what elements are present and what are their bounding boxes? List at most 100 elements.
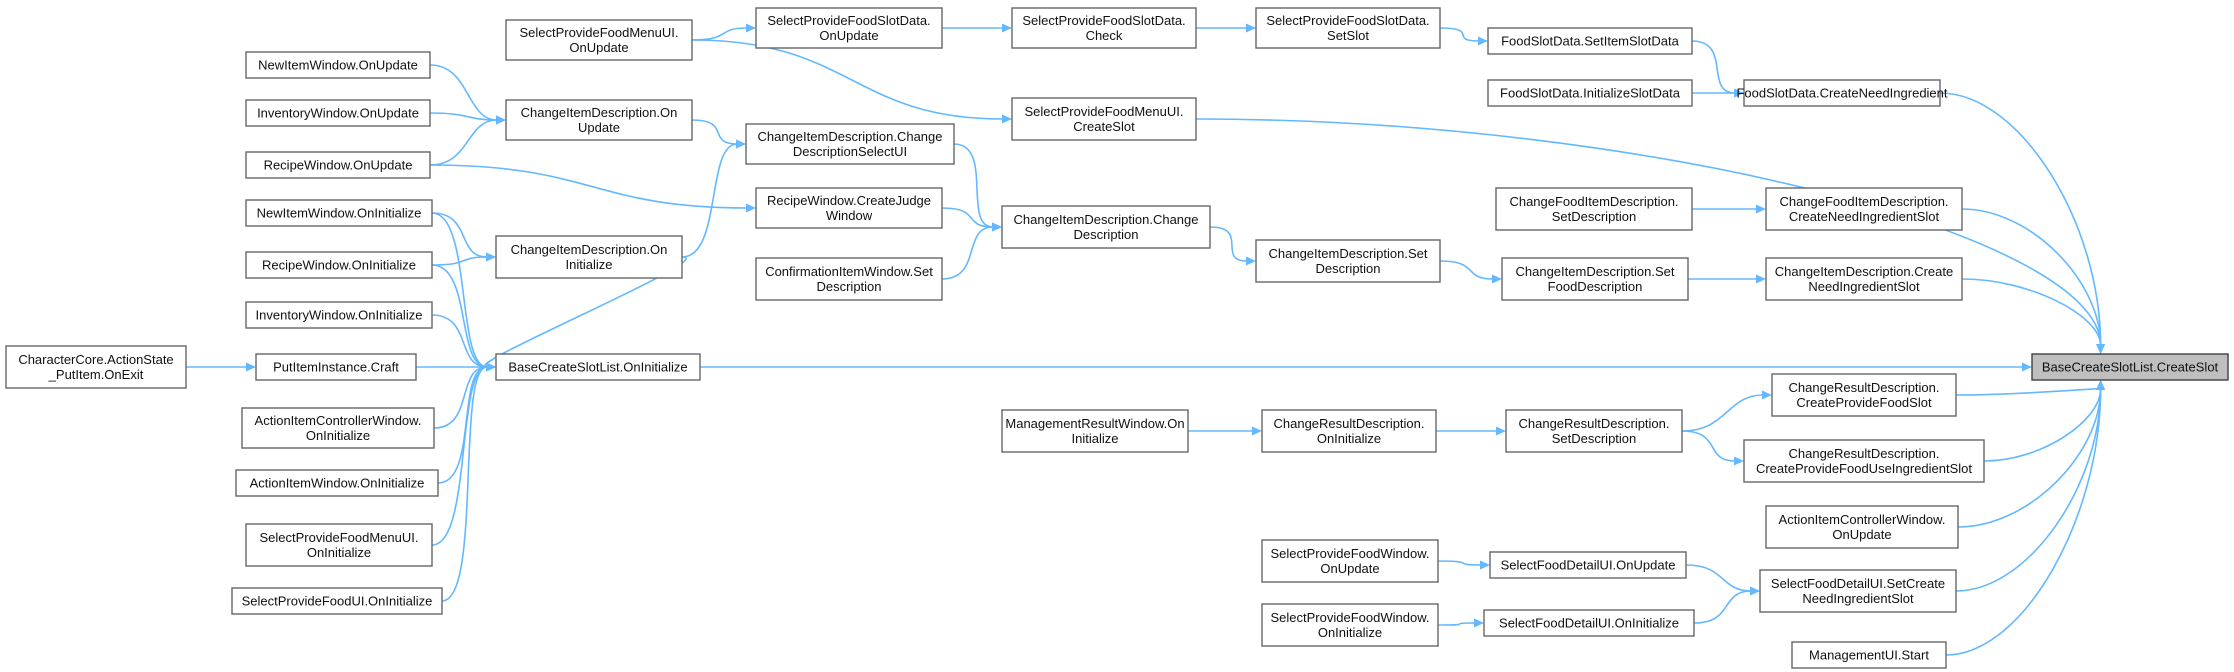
node-aiw-oninit[interactable]: ActionItemWindow.OnInitialize	[235, 469, 439, 497]
node-crd-oninit[interactable]: ChangeResultDescription.OnInitialize	[1261, 409, 1437, 453]
node-sp-menu-oninit[interactable]: SelectProvideFoodMenuUI.OnInitialize	[245, 523, 433, 567]
edge-line	[431, 366, 488, 546]
node-label: OnInitialize	[1318, 625, 1382, 640]
node-newitem-oninit[interactable]: NewItemWindow.OnInitialize	[245, 199, 433, 227]
node-label: SelectProvideFoodWindow.	[1271, 610, 1430, 625]
node-label: ConfirmationItemWindow.Set	[765, 264, 933, 279]
node-sp-menu-onupdate[interactable]: SelectProvideFoodMenuUI.OnUpdate	[505, 19, 693, 61]
edge-line	[1437, 560, 1482, 566]
node-fsd-createneed[interactable]: FoodSlotData.CreateNeedIngredient	[1736, 79, 1948, 107]
node-box	[1261, 409, 1437, 453]
node-label: ManagementResultWindow.On	[1005, 416, 1184, 431]
edge-spfw-onupdate-to-sfdui-onupdate	[1437, 560, 1490, 570]
node-putitem-craft[interactable]: PutItemInstance.Craft	[255, 353, 417, 381]
node-sfdui-oninit[interactable]: SelectFoodDetailUI.OnInitialize	[1483, 609, 1695, 637]
node-fsd-init[interactable]: FoodSlotData.InitializeSlotData	[1487, 79, 1693, 107]
node-label: ChangeItemDescription.Change	[758, 129, 943, 144]
node-label: ChangeItemDescription.Change	[1014, 212, 1199, 227]
edge-line	[1681, 430, 1736, 462]
node-box	[1483, 609, 1695, 637]
edge-arrowhead	[1756, 204, 1766, 214]
node-label: DescriptionSelectUI	[793, 144, 907, 159]
node-newitem-onupdate[interactable]: NewItemWindow.OnUpdate	[245, 51, 431, 79]
node-box	[1765, 187, 1963, 231]
edge-cfid-createneed-to-bcsl-createslot	[1961, 208, 2106, 354]
node-label: RecipeWindow.OnUpdate	[264, 158, 413, 173]
node-crd-createprovide[interactable]: ChangeResultDescription.CreateProvideFoo…	[1771, 373, 1957, 417]
node-box	[245, 301, 433, 329]
node-sfdui-onupdate[interactable]: SelectFoodDetailUI.OnUpdate	[1489, 551, 1687, 579]
edge-cid-changedesc-to-cid-setdesc	[1209, 226, 1256, 266]
node-cfid-setdesc[interactable]: ChangeFoodItemDescription.SetDescription	[1495, 187, 1693, 231]
node-crd-setdesc[interactable]: ChangeResultDescription.SetDescription	[1505, 409, 1683, 453]
node-spfw-onupdate[interactable]: SelectProvideFoodWindow.OnUpdate	[1261, 539, 1439, 583]
node-spfsd-onupdate[interactable]: SelectProvideFoodSlotData.OnUpdate	[755, 7, 943, 49]
edge-newitem-onupdate-to-cid-onupdate	[429, 64, 506, 125]
edge-arrowhead	[1734, 88, 1744, 98]
node-box	[1501, 257, 1689, 301]
node-fsd-setitem[interactable]: FoodSlotData.SetItemSlotData	[1487, 27, 1693, 55]
node-inventory-onupdate[interactable]: InventoryWindow.OnUpdate	[245, 99, 431, 127]
node-label: OnInitialize	[306, 428, 370, 443]
node-recipe-oninit[interactable]: RecipeWindow.OnInitialize	[245, 251, 433, 279]
node-sp-menu-createslot[interactable]: SelectProvideFoodMenuUI.CreateSlot	[1011, 97, 1197, 141]
edge-spfsd-check-to-spfsd-setslot	[1196, 23, 1256, 33]
node-label: Update	[578, 120, 620, 135]
edge-arrowhead	[486, 252, 496, 262]
node-cid-oninit[interactable]: ChangeItemDescription.OnInitialize	[495, 235, 683, 279]
edge-line	[483, 256, 687, 368]
node-charcore-onexit[interactable]: CharacterCore.ActionState_PutItem.OnExit	[5, 345, 187, 389]
node-aicw-onupdate[interactable]: ActionItemControllerWindow.OnUpdate	[1765, 505, 1959, 549]
node-label: Initialize	[566, 257, 613, 272]
node-label: SelectFoodDetailUI.OnInitialize	[1499, 616, 1679, 631]
node-box	[1743, 79, 1941, 107]
node-box	[1489, 551, 1687, 579]
edge-line	[1691, 40, 1736, 94]
node-label: ChangeResultDescription.	[1273, 416, 1424, 431]
node-label: SelectProvideFoodSlotData.	[767, 13, 930, 28]
node-inventory-oninit[interactable]: InventoryWindow.OnInitialize	[245, 301, 433, 329]
node-cid-setdesc[interactable]: ChangeItemDescription.SetDescription	[1255, 239, 1441, 283]
node-cid-createneed[interactable]: ChangeItemDescription.CreateNeedIngredie…	[1765, 257, 1963, 301]
edge-sp-menu-onupdate-to-sp-menu-createslot	[691, 39, 1012, 124]
node-spfui-oninit[interactable]: SelectProvideFoodUI.OnInitialize	[231, 587, 443, 615]
node-bcsl-oninit[interactable]: BaseCreateSlotList.OnInitialize	[495, 353, 701, 381]
node-label: ChangeResultDescription.	[1788, 446, 1939, 461]
node-cid-onupdate[interactable]: ChangeItemDescription.OnUpdate	[505, 99, 693, 141]
node-cid-changedesc-selectui[interactable]: ChangeItemDescription.ChangeDescriptionS…	[745, 123, 955, 165]
edge-arrowhead	[746, 23, 756, 33]
edge-sp-menu-createslot-to-bcsl-createslot	[1195, 118, 2106, 354]
node-spfsd-check[interactable]: SelectProvideFoodSlotData.Check	[1011, 7, 1197, 49]
edge-bcsl-oninit-to-bcsl-createslot	[700, 362, 2032, 372]
node-box	[1505, 409, 1683, 453]
edge-spfsd-onupdate-to-spfsd-check	[942, 23, 1012, 33]
node-crd-createprovideuse[interactable]: ChangeResultDescription.CreateProvideFoo…	[1743, 439, 1985, 483]
node-box	[245, 151, 431, 179]
node-mgmtui-start[interactable]: ManagementUI.Start	[1791, 641, 1947, 669]
edge-arrowhead	[1252, 426, 1262, 436]
edge-arrowhead	[2096, 380, 2106, 390]
node-mrw-oninit[interactable]: ManagementResultWindow.OnInitialize	[1001, 409, 1189, 453]
edge-arrowhead	[1756, 274, 1766, 284]
node-confirm-setdesc[interactable]: ConfirmationItemWindow.SetDescription	[755, 257, 943, 301]
node-bcsl-createslot[interactable]: BaseCreateSlotList.CreateSlot	[2031, 353, 2229, 381]
node-sfdui-setcreate[interactable]: SelectFoodDetailUI.SetCreateNeedIngredie…	[1759, 569, 1957, 613]
node-cfid-createneed[interactable]: ChangeFoodItemDescription.CreateNeedIngr…	[1765, 187, 1963, 231]
node-label: NeedIngredientSlot	[1808, 279, 1920, 294]
node-label: SelectFoodDetailUI.SetCreate	[1771, 576, 1945, 591]
node-spfsd-setslot[interactable]: SelectProvideFoodSlotData.SetSlot	[1255, 7, 1441, 49]
node-label: BaseCreateSlotList.OnInitialize	[508, 360, 687, 375]
node-recipe-onupdate[interactable]: RecipeWindow.OnUpdate	[245, 151, 431, 179]
edge-sfdui-setcreate-to-bcsl-createslot	[1955, 380, 2106, 592]
node-aicw-oninit[interactable]: ActionItemControllerWindow.OnInitialize	[241, 407, 435, 449]
node-label: SetDescription	[1552, 209, 1637, 224]
nodes-layer: SelectProvideFoodMenuUI.OnUpdateSelectPr…	[5, 7, 2229, 669]
edge-crd-setdesc-to-crd-createprovide	[1681, 390, 1772, 432]
node-label: RecipeWindow.OnInitialize	[262, 258, 416, 273]
node-label: OnInitialize	[1317, 431, 1381, 446]
node-label: ChangeItemDescription.On	[511, 242, 668, 257]
node-spfw-oninit[interactable]: SelectProvideFoodWindow.OnInitialize	[1261, 603, 1439, 647]
